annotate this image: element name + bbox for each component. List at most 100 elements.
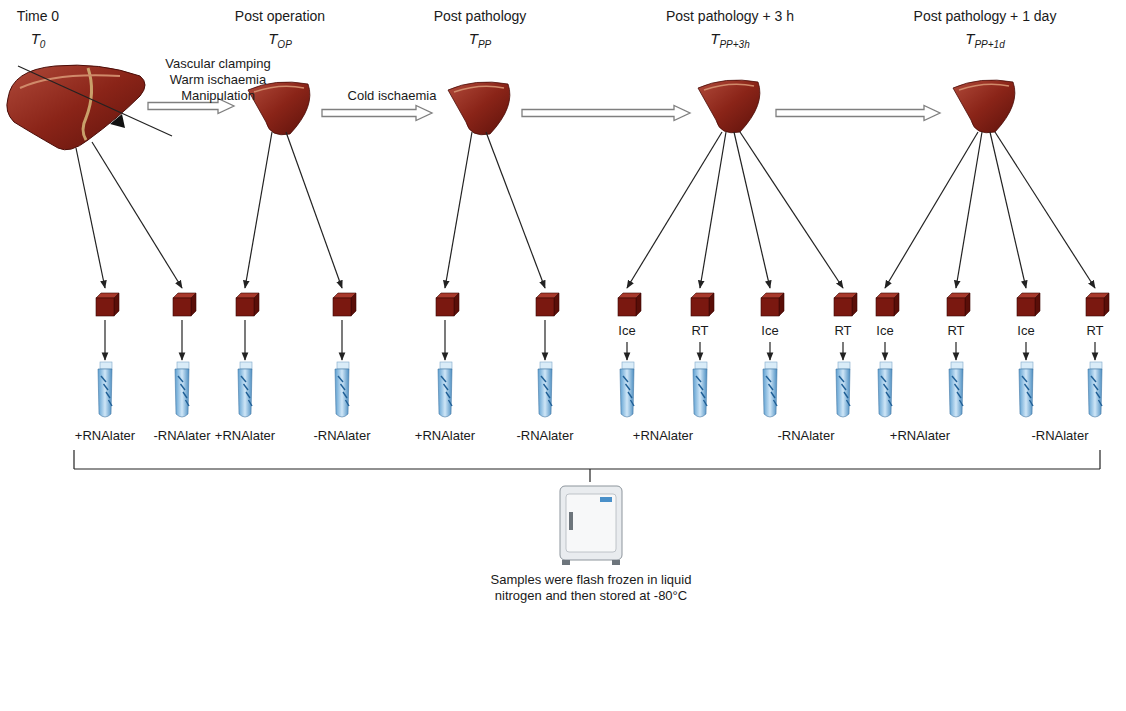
cryo-tube bbox=[836, 369, 850, 417]
liver-piece bbox=[448, 82, 510, 135]
arrow-line bbox=[544, 320, 545, 360]
step-note: Cold ischaemia bbox=[348, 88, 437, 104]
column-heading: Time 0 bbox=[17, 8, 59, 24]
tube-cap bbox=[838, 362, 850, 369]
tube-mark bbox=[109, 400, 113, 406]
tube-mark bbox=[699, 384, 704, 390]
freezer-foot bbox=[562, 560, 570, 565]
tube-mark bbox=[955, 384, 960, 390]
temperature-label: RT bbox=[1086, 323, 1103, 339]
sample-cube bbox=[454, 293, 459, 316]
reagent-label: -RNAlater bbox=[1031, 428, 1088, 444]
freezer-door bbox=[566, 494, 616, 552]
cryo-tube bbox=[438, 369, 452, 417]
sample-cube bbox=[852, 293, 857, 316]
temperature-label: RT bbox=[947, 323, 964, 339]
tube-mark bbox=[1030, 400, 1034, 406]
sample-cube bbox=[761, 298, 779, 316]
tube-mark bbox=[186, 400, 190, 406]
liver-highlight bbox=[20, 75, 120, 88]
tube-mark bbox=[343, 392, 347, 398]
cryo-tube bbox=[1019, 369, 1033, 417]
tube-cap bbox=[540, 362, 552, 369]
tube-mark bbox=[701, 392, 705, 398]
arrow-line bbox=[444, 320, 445, 360]
tube-mark bbox=[449, 400, 453, 406]
tube-mark bbox=[1099, 400, 1103, 406]
arrow-line bbox=[92, 142, 182, 288]
cryo-tube bbox=[949, 369, 963, 417]
sample-cube bbox=[236, 298, 254, 316]
arrow-line bbox=[995, 132, 1095, 288]
tube-mark bbox=[844, 392, 848, 398]
tube-mark bbox=[771, 392, 775, 398]
arrow-line bbox=[842, 342, 843, 360]
tube-mark bbox=[241, 376, 246, 382]
tube-mark bbox=[881, 376, 886, 382]
time-subscript: PP bbox=[478, 39, 491, 50]
tube-mark bbox=[104, 384, 109, 390]
tube-mark bbox=[623, 376, 628, 382]
reagent-label: +RNAlater bbox=[215, 428, 275, 444]
arrow-line bbox=[884, 342, 885, 360]
arrow-line bbox=[700, 132, 726, 288]
reagent-label: -RNAlater bbox=[777, 428, 834, 444]
tube-cap bbox=[440, 362, 452, 369]
time-letter: T bbox=[268, 30, 277, 47]
step-note: Vascular clamping bbox=[165, 56, 270, 72]
sample-cube bbox=[947, 298, 965, 316]
sample-cube bbox=[894, 293, 899, 316]
sample-cube bbox=[1104, 293, 1109, 316]
tube-mark bbox=[842, 384, 847, 390]
tube-mark bbox=[341, 384, 346, 390]
sample-cube bbox=[96, 298, 114, 316]
tube-mark bbox=[444, 384, 449, 390]
reagent-label: -RNAlater bbox=[313, 428, 370, 444]
storage-note: Samples were flash frozen in liquid nitr… bbox=[479, 572, 704, 604]
tube-cap bbox=[1021, 362, 1033, 369]
time-symbol: TPP+1d bbox=[965, 30, 1004, 50]
tube-mark bbox=[628, 392, 632, 398]
tube-mark bbox=[246, 392, 250, 398]
tube-mark bbox=[106, 392, 110, 398]
tube-mark bbox=[244, 384, 249, 390]
tube-mark bbox=[769, 384, 774, 390]
tube-mark bbox=[178, 376, 183, 382]
tube-mark bbox=[1025, 384, 1030, 390]
column-heading: Post operation bbox=[235, 8, 325, 24]
time-subscript: OP bbox=[277, 39, 291, 50]
time-letter: T bbox=[31, 30, 40, 47]
tube-mark bbox=[546, 392, 550, 398]
time-symbol: TPP bbox=[469, 30, 492, 50]
sample-cube bbox=[191, 293, 196, 316]
tube-mark bbox=[441, 376, 446, 382]
arrow-line bbox=[104, 320, 105, 360]
time-subscript: PP+1d bbox=[974, 39, 1004, 50]
arrow-line bbox=[445, 132, 472, 288]
tube-cap bbox=[240, 362, 252, 369]
arrow-line bbox=[740, 132, 843, 288]
arrow-line bbox=[885, 132, 978, 288]
tube-mark bbox=[183, 392, 187, 398]
freezer-panel bbox=[600, 497, 612, 502]
tube-cap bbox=[951, 362, 963, 369]
time-letter: T bbox=[469, 30, 478, 47]
tube-mark bbox=[886, 392, 890, 398]
arrow-line bbox=[244, 320, 245, 360]
cryo-tube bbox=[175, 369, 189, 417]
freezer bbox=[560, 486, 622, 560]
cryo-tube bbox=[335, 369, 349, 417]
sample-cube bbox=[436, 298, 454, 316]
tube-mark bbox=[626, 384, 631, 390]
bracket-line bbox=[1099, 450, 1100, 469]
bracket-line bbox=[589, 469, 590, 482]
arrow-line bbox=[486, 132, 545, 288]
bracket-line bbox=[74, 468, 1100, 469]
column-heading: Post pathology + 3 h bbox=[666, 8, 794, 24]
sample-cube bbox=[554, 293, 559, 316]
column-heading: Post pathology + 1 day bbox=[914, 8, 1057, 24]
arrow-line bbox=[245, 132, 272, 288]
time-subscript: 0 bbox=[40, 39, 46, 50]
liver-piece bbox=[248, 82, 310, 135]
